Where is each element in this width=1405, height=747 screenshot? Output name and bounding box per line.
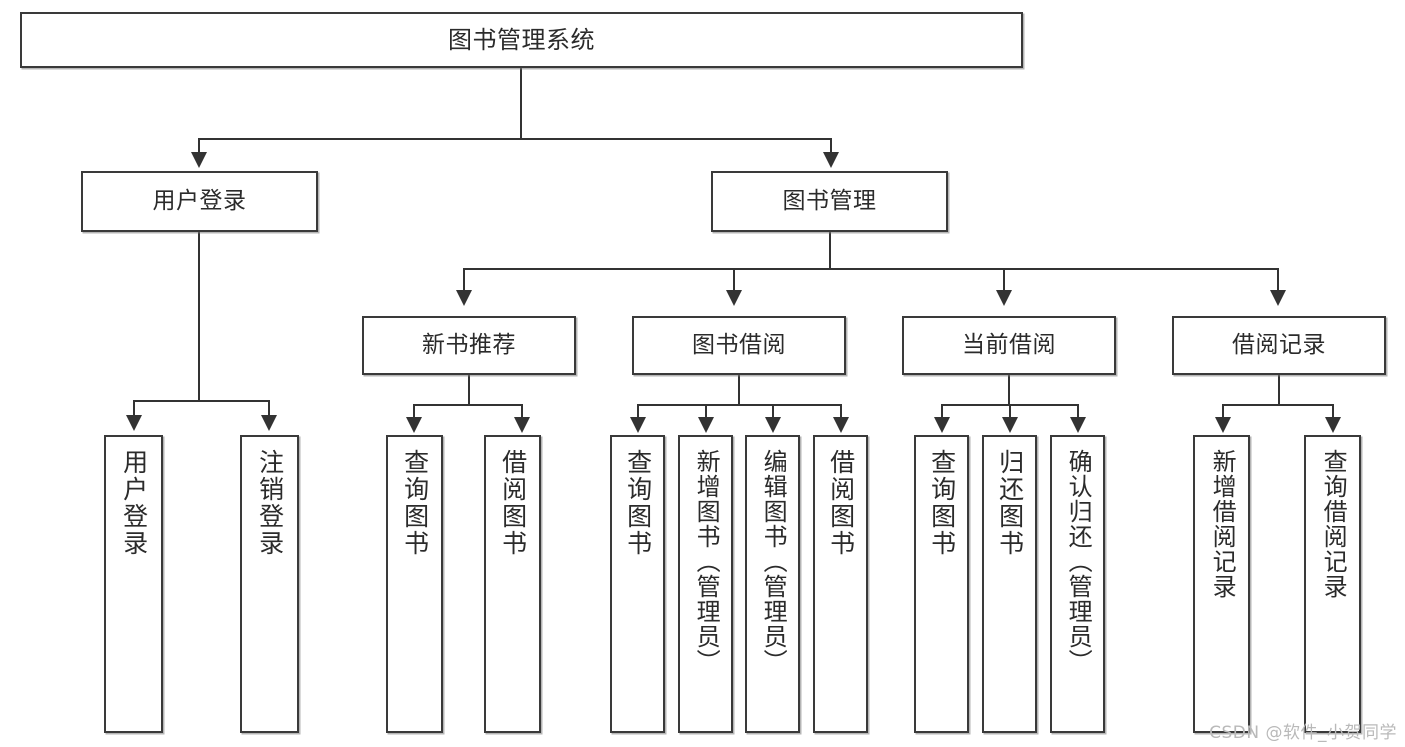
connector-cb-drop-2	[1009, 404, 1011, 419]
arrow-to-borrow-record	[1270, 290, 1286, 306]
connector-root-bus	[198, 138, 832, 140]
leaf-br-add-record[interactable]: 新增借阅记录	[1193, 435, 1250, 733]
node-label: 用户登录	[152, 187, 247, 214]
node-label: 查询图书	[400, 449, 430, 557]
connector-bb-drop-1	[637, 404, 639, 419]
leaf-cb-return-book[interactable]: 归还图书	[982, 435, 1037, 733]
arrow-to-book-management	[823, 152, 839, 168]
connector-user-login-drop-2	[268, 400, 270, 417]
leaf-user-login[interactable]: 用户登录	[104, 435, 163, 733]
arrow-to-book-borrow	[726, 290, 742, 306]
connector-nbr-bus	[413, 404, 523, 406]
connector-br-drop-1	[1222, 404, 1224, 419]
arrow-to-leaf-cb-1	[934, 417, 950, 433]
connector-book-management-stem	[829, 232, 831, 270]
node-current-borrow[interactable]: 当前借阅	[902, 316, 1116, 375]
connector-bm-drop-3	[1003, 268, 1005, 292]
node-label: 新增图书（管理员）	[692, 449, 721, 674]
arrow-to-leaf-user-login	[126, 415, 142, 431]
arrow-to-leaf-logout	[261, 415, 277, 431]
connector-bb-drop-3	[772, 404, 774, 419]
node-label: 新书推荐	[422, 331, 516, 358]
node-label: 用户登录	[119, 449, 149, 557]
node-book-management[interactable]: 图书管理	[711, 171, 948, 232]
arrow-to-leaf-br-1	[1215, 417, 1231, 433]
connector-bm-drop-2	[733, 268, 735, 292]
connector-user-login-stem	[198, 232, 200, 402]
leaf-bb-add-book-admin[interactable]: 新增图书（管理员）	[678, 435, 733, 733]
node-label: 图书管理	[782, 187, 877, 214]
node-label: 借阅图书	[498, 449, 528, 557]
connector-br-drop-2	[1332, 404, 1334, 419]
connector-user-login-drop-1	[133, 400, 135, 417]
connector-br-stem	[1278, 375, 1280, 406]
leaf-cb-query-book[interactable]: 查询图书	[914, 435, 969, 733]
arrow-to-leaf-bb-3	[765, 417, 781, 433]
node-label: 当前借阅	[962, 331, 1056, 358]
node-label: 查询图书	[927, 449, 957, 557]
arrow-to-leaf-nbr-2	[514, 417, 530, 433]
connector-nbr-drop-1	[413, 404, 415, 419]
connector-bb-stem	[738, 375, 740, 406]
arrow-to-current-borrow	[996, 290, 1012, 306]
connector-book-management-bus	[463, 268, 1279, 270]
connector-root-drop-2	[830, 138, 832, 154]
connector-bm-drop-4	[1277, 268, 1279, 292]
arrow-to-leaf-nbr-1	[406, 417, 422, 433]
node-borrow-record[interactable]: 借阅记录	[1172, 316, 1386, 375]
arrow-to-leaf-cb-3	[1070, 417, 1086, 433]
node-user-login[interactable]: 用户登录	[81, 171, 318, 232]
arrow-to-new-book-recommend	[456, 290, 472, 306]
connector-cb-stem	[1008, 375, 1010, 406]
node-label: 借阅记录	[1232, 331, 1326, 358]
arrow-to-leaf-bb-4	[833, 417, 849, 433]
connector-bb-drop-2	[705, 404, 707, 419]
connector-bb-bus	[637, 404, 842, 406]
node-label: 归还图书	[995, 449, 1025, 557]
node-book-borrow[interactable]: 图书借阅	[632, 316, 846, 375]
arrow-to-leaf-br-2	[1325, 417, 1341, 433]
node-book-management-system[interactable]: 图书管理系统	[20, 12, 1023, 68]
connector-br-bus	[1222, 404, 1334, 406]
node-label: 确认归还（管理员）	[1064, 449, 1093, 674]
connector-nbr-drop-2	[521, 404, 523, 419]
leaf-br-query-record[interactable]: 查询借阅记录	[1304, 435, 1361, 733]
node-label: 查询借阅记录	[1319, 449, 1348, 599]
leaf-nbr-borrow-book[interactable]: 借阅图书	[484, 435, 541, 733]
leaf-bb-borrow-book[interactable]: 借阅图书	[813, 435, 868, 733]
connector-nbr-stem	[468, 375, 470, 406]
leaf-nbr-query-book[interactable]: 查询图书	[386, 435, 443, 733]
connector-user-login-bus	[133, 400, 268, 402]
leaf-logout[interactable]: 注销登录	[240, 435, 299, 733]
node-label: 图书管理系统	[448, 25, 595, 54]
node-label: 注销登录	[255, 449, 285, 557]
leaf-bb-edit-book-admin[interactable]: 编辑图书（管理员）	[745, 435, 800, 733]
node-label: 编辑图书（管理员）	[759, 449, 788, 674]
node-label: 图书借阅	[692, 331, 786, 358]
arrow-to-leaf-bb-2	[698, 417, 714, 433]
leaf-cb-confirm-return-admin[interactable]: 确认归还（管理员）	[1050, 435, 1105, 733]
connector-root-stem	[520, 68, 522, 139]
node-label: 查询图书	[623, 449, 653, 557]
arrow-to-leaf-bb-1	[630, 417, 646, 433]
csdn-watermark: CSDN @软件_小贺同学	[1209, 723, 1397, 743]
node-label: 新增借阅记录	[1208, 449, 1237, 599]
arrow-to-leaf-cb-2	[1002, 417, 1018, 433]
connector-root-drop-1	[198, 138, 200, 154]
arrow-to-user-login	[191, 152, 207, 168]
leaf-bb-query-book[interactable]: 查询图书	[610, 435, 665, 733]
node-new-book-recommend[interactable]: 新书推荐	[362, 316, 576, 375]
connector-cb-drop-1	[941, 404, 943, 419]
connector-bm-drop-1	[463, 268, 465, 292]
connector-bb-drop-4	[840, 404, 842, 419]
connector-cb-drop-3	[1077, 404, 1079, 419]
node-label: 借阅图书	[826, 449, 856, 557]
